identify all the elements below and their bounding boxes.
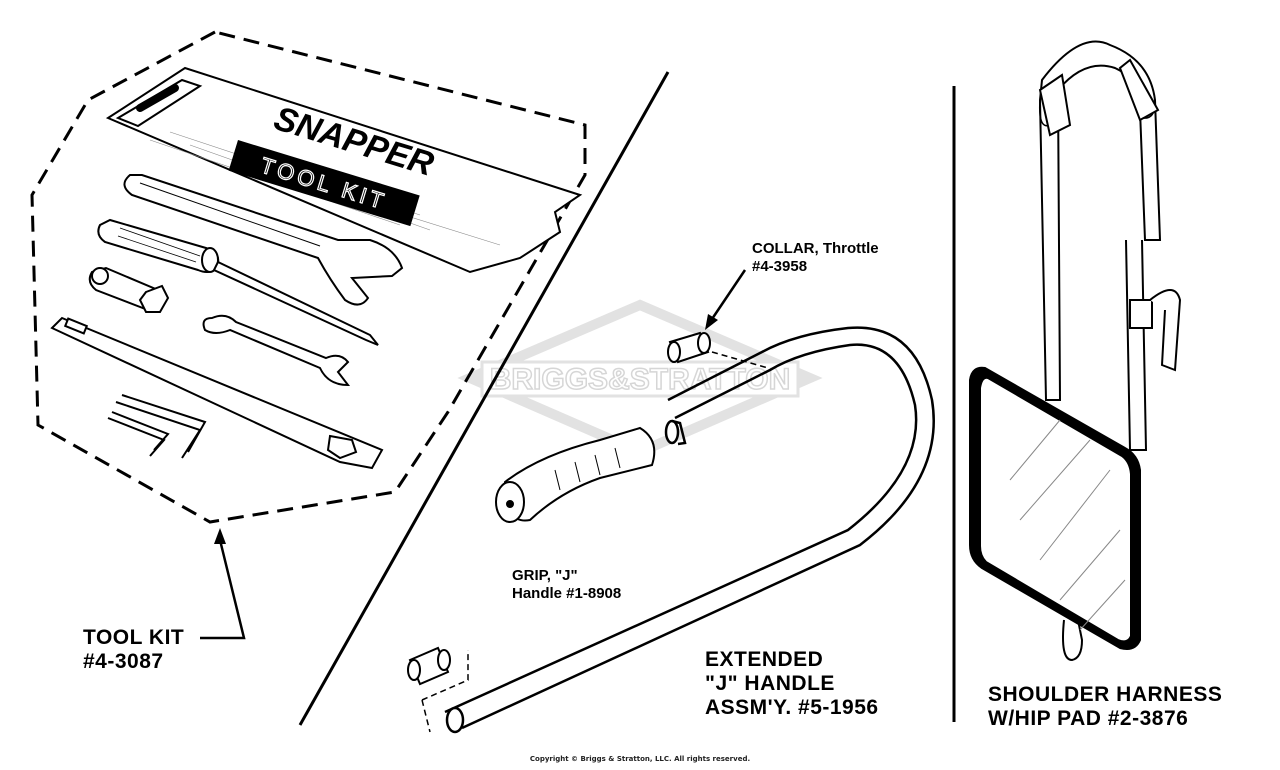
throttle-collar-icon	[667, 331, 711, 364]
hex-key-icon	[107, 394, 207, 459]
harness-label-line1: SHOULDER HARNESS	[988, 683, 1223, 706]
tool-kit-label-name: TOOL KIT	[83, 626, 185, 649]
collar-label-part: #4-3958	[752, 258, 808, 275]
j-handle-label-line2: "J" HANDLE	[705, 672, 835, 695]
small-wrench-icon	[202, 314, 351, 387]
watermark-text: BRIGGS&STRATTON	[490, 363, 791, 396]
harness-label: SHOULDER HARNESS W/HIP PAD #2-3876	[988, 683, 1222, 731]
tool-kit-outline	[30, 30, 587, 524]
j-handle-label: EXTENDED "J" HANDLE ASSM'Y. #5-1956	[705, 648, 879, 720]
tool-bag: SNAPPER TOOL KIT	[105, 66, 583, 274]
hip-pad-icon	[969, 366, 1141, 650]
watermark: BRIGGS&STRATTON	[457, 299, 823, 458]
socket-icon	[88, 266, 170, 313]
collar-label-name: COLLAR, Throttle	[752, 240, 879, 257]
tool-kit-label-part: #4-3087	[83, 650, 164, 673]
grip-icon	[495, 426, 656, 523]
tool-kit-label: TOOL KIT #4-3087	[83, 626, 184, 674]
collar-label: COLLAR, Throttle #4-3958	[752, 240, 879, 276]
harness-label-line2: W/HIP PAD #2-3876	[988, 707, 1189, 730]
grip-label: GRIP, "J" Handle #1-8908	[512, 567, 621, 603]
end-cap-icon	[407, 646, 451, 686]
j-handle-label-line3: ASSM'Y. #5-1956	[705, 696, 879, 719]
shoulder-harness-icon	[1038, 40, 1182, 662]
divider-left	[298, 71, 670, 726]
open-end-wrench-icon	[123, 174, 404, 306]
collar-leader	[708, 269, 747, 323]
j-handle-label-line1: EXTENDED	[705, 648, 824, 671]
j-handle-icon	[444, 326, 935, 734]
tool-kit-leader	[200, 539, 246, 640]
screwdriver-icon	[97, 218, 379, 346]
copyright-notice: Copyright © Briggs & Stratton, LLC. All …	[529, 755, 751, 763]
grip-label-part: Handle #1-8908	[512, 585, 622, 602]
flat-bar-wrench-icon	[50, 316, 384, 470]
grip-label-name: GRIP, "J"	[512, 567, 578, 584]
